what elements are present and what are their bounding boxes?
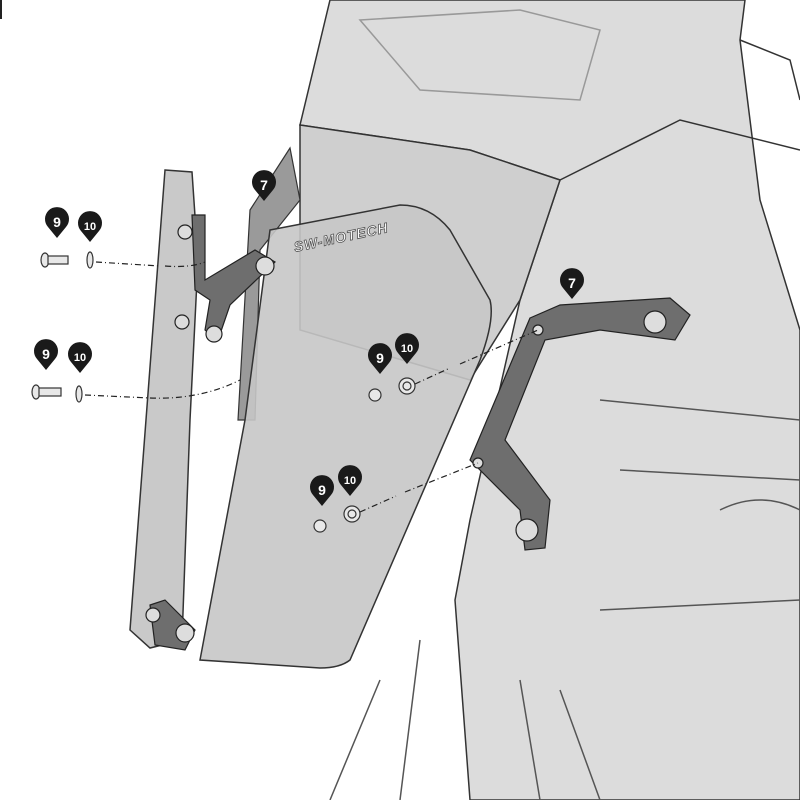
washer-center-upper — [398, 377, 416, 395]
screw-mid-left — [31, 384, 62, 400]
washer-top-left — [86, 251, 94, 269]
callout-washer-center-lower: 10 — [338, 465, 362, 496]
svg-text:10: 10 — [84, 221, 96, 233]
washer-mid-left — [75, 385, 83, 403]
callout-screw-mid-left: 9 — [34, 339, 59, 370]
screw-center-upper — [368, 388, 382, 402]
screw-center-lower — [313, 519, 327, 533]
svg-text:10: 10 — [344, 475, 356, 487]
callout-bracket-left: 7 — [252, 170, 276, 201]
bracket-left — [145, 214, 276, 651]
svg-text:7: 7 — [260, 177, 268, 193]
callout-bracket-right: 7 — [560, 268, 584, 299]
svg-text:9: 9 — [42, 346, 50, 362]
callout-washer-top-left: 10 — [78, 211, 102, 242]
corner-mark — [0, 0, 2, 19]
callouts: 7 7 9 10 9 10 9 10 9 10 — [34, 170, 584, 506]
fasteners — [31, 251, 416, 533]
windscreen: SW-MOTECH — [199, 204, 492, 669]
washer-center-lower — [343, 505, 361, 523]
svg-text:7: 7 — [568, 275, 576, 291]
callout-washer-mid-left: 10 — [68, 342, 92, 373]
svg-text:9: 9 — [318, 482, 326, 498]
callout-screw-top-left: 9 — [45, 207, 69, 238]
callout-washer-center-upper: 10 — [395, 333, 419, 364]
svg-text:10: 10 — [401, 343, 413, 355]
svg-text:10: 10 — [74, 352, 86, 364]
bracket-right — [469, 297, 691, 551]
svg-text:9: 9 — [376, 350, 384, 366]
screw-top-left — [40, 252, 69, 268]
callout-screw-center-lower: 9 — [310, 475, 334, 506]
svg-text:9: 9 — [53, 214, 61, 230]
assembly-lines — [84, 261, 539, 513]
callout-screw-center-upper: 9 — [368, 343, 392, 374]
